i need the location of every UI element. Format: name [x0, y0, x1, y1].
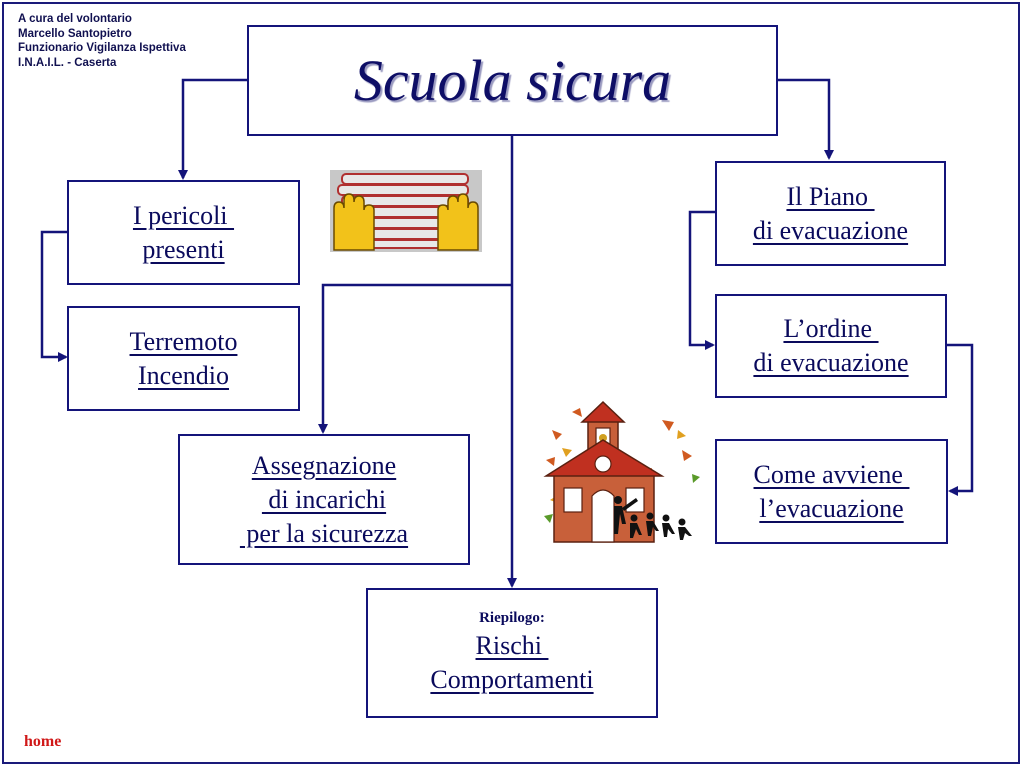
link-assegnazione-line1[interactable]: Assegnazione	[251, 450, 397, 480]
arrow-title-to-pericoli	[178, 78, 248, 180]
arrow-trunk-to-assegnazione	[318, 283, 512, 434]
link-piano-line1[interactable]: Il Piano	[786, 181, 875, 211]
box-come-avviene[interactable]: Come avviene l’evacuazione	[715, 439, 948, 544]
link-pericoli-line1[interactable]: I pericoli	[132, 200, 235, 230]
arrow-piano-to-ordine	[688, 210, 715, 350]
credit-line: Funzionario Vigilanza Ispettiva	[18, 42, 186, 54]
box-ordine-evacuazione[interactable]: L’ordine di evacuazione	[715, 294, 947, 398]
books-with-hands-icon	[330, 170, 482, 252]
credit-line: Marcello Santopietro	[18, 27, 132, 40]
box-piano-evacuazione[interactable]: Il Piano di evacuazione	[715, 161, 946, 266]
arrow-title-to-piano	[776, 78, 834, 160]
link-terremoto[interactable]: Terremoto	[129, 326, 238, 356]
box-assegnazione[interactable]: Assegnazione di incarichi per la sicurez…	[178, 434, 470, 565]
page-title: Scuola sicura	[353, 48, 672, 113]
school-evacuation-icon	[543, 400, 700, 543]
arrow-ordine-to-avviene	[946, 343, 974, 496]
box-riepilogo[interactable]: Riepilogo: Rischi Comportamenti	[366, 588, 658, 718]
link-assegnazione-line3[interactable]: per la sicurezza	[239, 518, 409, 548]
home-link[interactable]: home	[24, 733, 62, 750]
link-ordine-line1[interactable]: L’ordine	[783, 314, 879, 343]
credit-line: I.N.A.I.L. - Caserta	[18, 56, 117, 69]
author-credit: A cura del volontario Marcello Santopiet…	[18, 12, 186, 70]
link-comportamenti[interactable]: Comportamenti	[430, 665, 594, 694]
link-ordine-line2[interactable]: di evacuazione	[753, 348, 909, 377]
riepilogo-label: Riepilogo:	[479, 610, 545, 626]
credit-line: A cura del volontario	[18, 13, 132, 25]
box-terremoto-incendio[interactable]: Terremoto Incendio	[67, 306, 300, 411]
link-avviene-line1[interactable]: Come avviene	[753, 459, 910, 489]
link-piano-line2[interactable]: di evacuazione	[752, 215, 909, 245]
arrow-pericoli-to-terremoto	[40, 230, 68, 362]
link-rischi[interactable]: Rischi	[475, 631, 549, 660]
box-pericoli[interactable]: I pericoli presenti	[67, 180, 300, 285]
link-assegnazione-line2[interactable]: di incarichi	[261, 484, 387, 514]
link-avviene-line2[interactable]: l’evacuazione	[759, 493, 904, 523]
title-box: Scuola sicura	[247, 25, 778, 136]
link-pericoli-line2[interactable]: presenti	[142, 234, 225, 264]
link-incendio[interactable]: Incendio	[138, 360, 229, 390]
